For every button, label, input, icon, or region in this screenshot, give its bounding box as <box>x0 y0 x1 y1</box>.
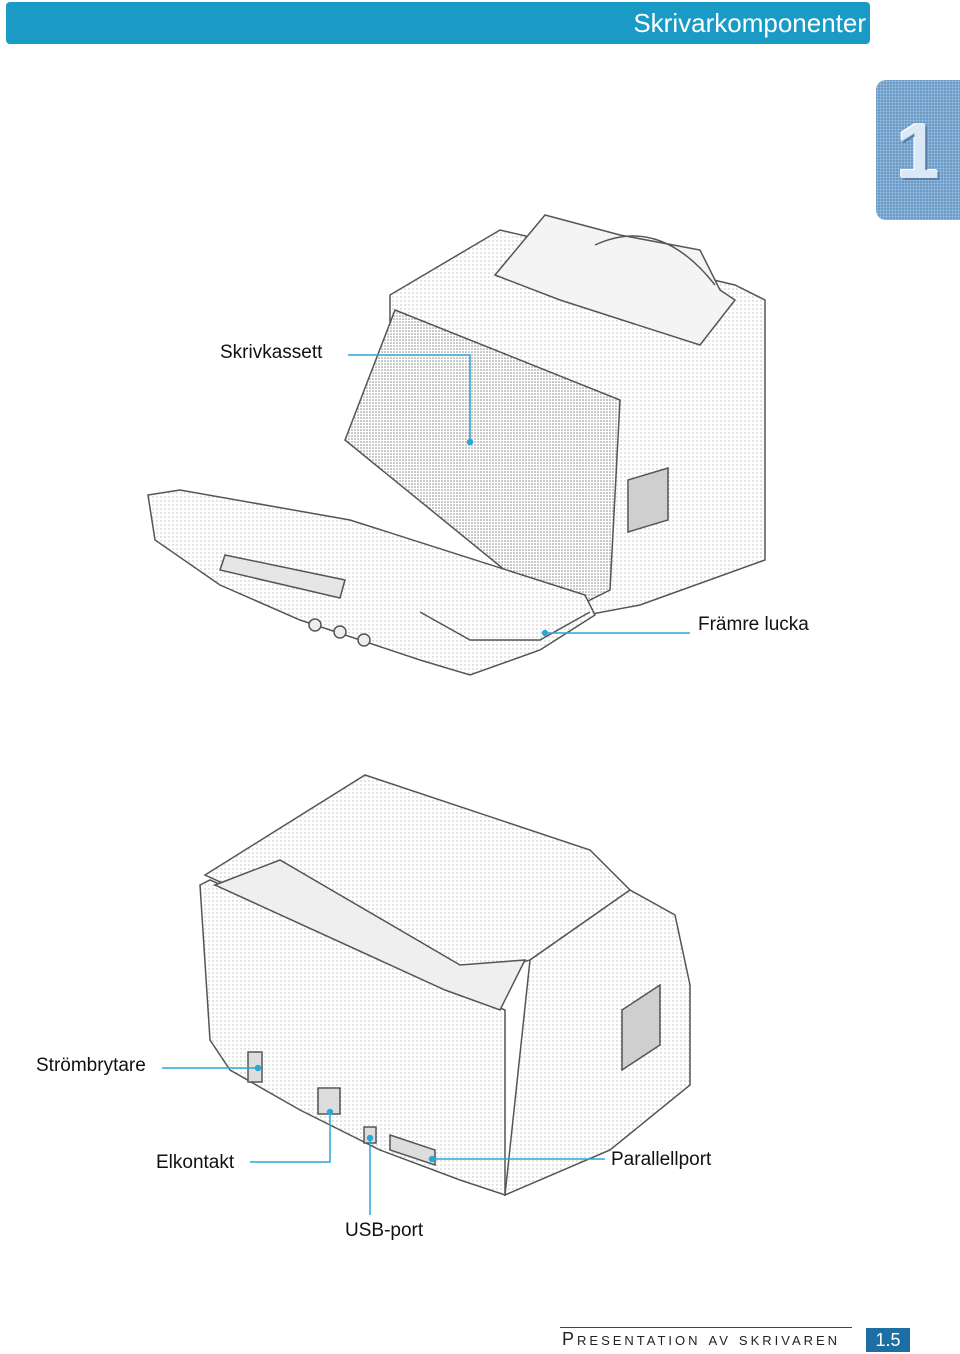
page-title: Skrivarkomponenter <box>633 8 866 38</box>
header-bar: Skrivarkomponenter <box>6 2 870 44</box>
callout-dot-front-cover <box>541 629 549 637</box>
callout-dot-power-switch <box>254 1064 262 1072</box>
label-cartridge: Skrivkassett <box>220 342 323 363</box>
callout-dot-usb <box>366 1134 374 1142</box>
label-parallel-port: Parallellport <box>611 1149 712 1170</box>
label-power-switch: Strömbrytare <box>36 1055 146 1076</box>
label-usb-port: USB-port <box>345 1220 424 1241</box>
callout-dot-parallel <box>428 1155 436 1163</box>
callout-line-power-connector <box>250 1112 331 1163</box>
callout-lines <box>162 354 690 1215</box>
printer-front-view <box>147 214 766 676</box>
label-power-connector: Elkontakt <box>156 1152 235 1173</box>
callout-dot-cartridge <box>466 438 474 446</box>
chapter-number: 1 <box>896 107 940 195</box>
printer-rear-view <box>199 774 691 1197</box>
label-front-cover: Främre lucka <box>698 614 809 635</box>
chapter-tab: 1 <box>876 80 960 220</box>
callout-line-cartridge <box>348 354 471 442</box>
callout-dot-power-connector <box>326 1108 334 1116</box>
page-number-badge: 1.5 <box>866 1328 910 1352</box>
footer-section-title: Presentation av skrivaren <box>562 1329 841 1349</box>
footer-rule <box>560 1327 852 1328</box>
